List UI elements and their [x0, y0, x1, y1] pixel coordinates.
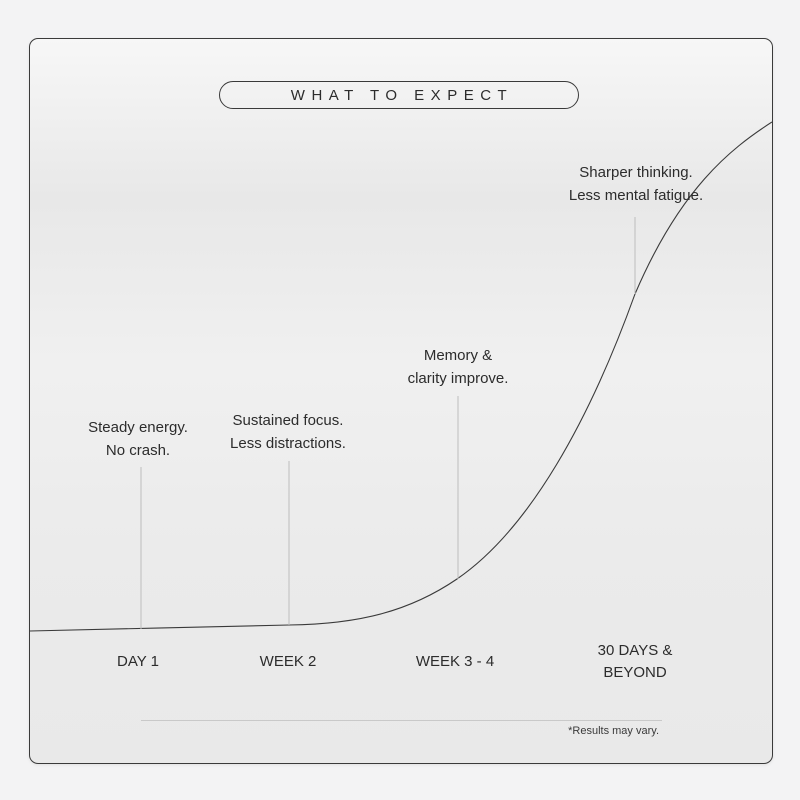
milestone-label-day-1: DAY 1 — [117, 653, 159, 670]
milestone-note-week-3-4: Memory & clarity improve. — [407, 347, 509, 387]
milestone-label-week-2: WEEK 2 — [259, 653, 317, 670]
disclaimer-text: *Results may vary. — [568, 725, 659, 737]
timeline-card: WHAT TO EXPECT Steady energy. No crash. … — [29, 38, 773, 764]
progress-curve-graphic — [30, 121, 772, 632]
milestone-label-30-days: 30 DAYS & BEYOND — [597, 642, 673, 681]
milestone-label-week-3-4: WEEK 3 - 4 — [415, 653, 495, 670]
milestone-note-week-2: Sustained focus. Less distractions. — [230, 412, 346, 452]
milestone-note-30-days: Sharper thinking. Less mental fatigue. — [568, 164, 704, 204]
progress-curve — [30, 121, 772, 632]
milestone-note-day-1: Steady energy. No crash. — [88, 419, 188, 459]
page-title: WHAT TO EXPECT — [219, 81, 579, 109]
footer-divider — [141, 720, 662, 721]
